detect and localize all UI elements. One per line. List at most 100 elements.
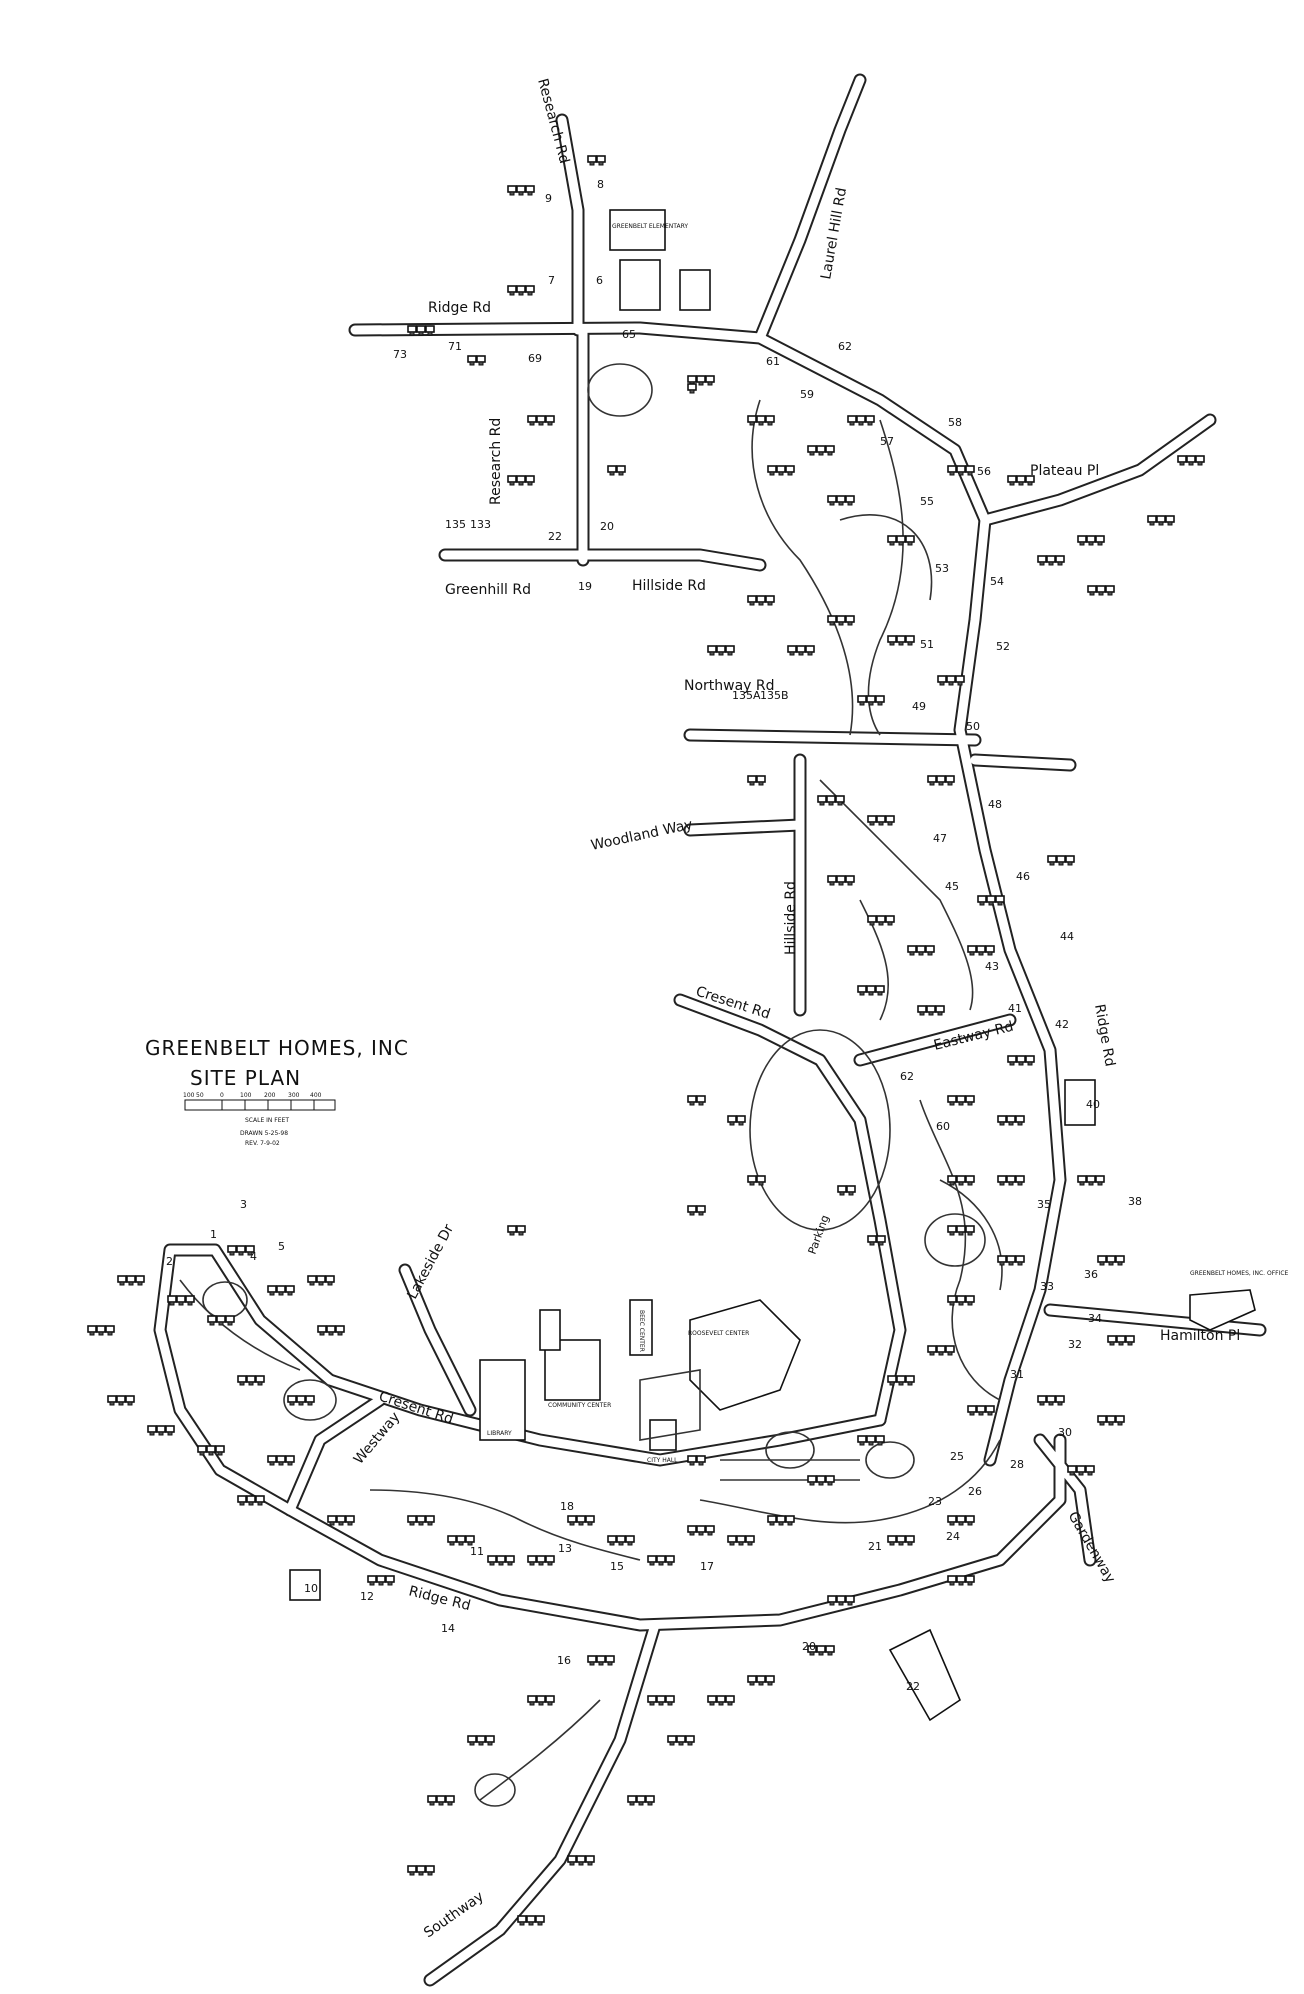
house-porch <box>847 501 853 506</box>
housing-cluster <box>197 1445 225 1456</box>
house-porch <box>878 1241 884 1246</box>
house-unit <box>965 1295 975 1303</box>
house-porch <box>889 1541 895 1546</box>
house-unit <box>276 1455 286 1463</box>
house-porch <box>409 1521 415 1526</box>
house-porch <box>1057 561 1063 566</box>
housing-cluster <box>857 695 885 706</box>
house-unit <box>1047 855 1057 863</box>
house-porch <box>209 1321 215 1326</box>
housing-cluster <box>687 1455 706 1466</box>
house-unit <box>517 1915 527 1923</box>
house-unit <box>836 1595 846 1603</box>
house-porch <box>689 389 695 394</box>
house-unit <box>1007 1055 1017 1063</box>
house-porch <box>829 1601 835 1606</box>
house-unit <box>1046 1395 1056 1403</box>
house-unit <box>826 795 836 803</box>
house-unit <box>327 1515 337 1523</box>
house-unit <box>926 1005 936 1013</box>
house-unit <box>507 1225 517 1233</box>
house-porch <box>1017 1261 1023 1266</box>
housing-cluster <box>147 1425 175 1436</box>
house-porch <box>309 1281 315 1286</box>
house-unit <box>267 1285 277 1293</box>
house-unit <box>896 1535 906 1543</box>
house-unit <box>1015 1115 1025 1123</box>
house-unit <box>875 695 885 703</box>
house-unit <box>965 1095 975 1103</box>
house-porch <box>978 951 984 956</box>
house-porch <box>347 1521 353 1526</box>
house-unit <box>326 1325 336 1333</box>
house-unit <box>705 1525 715 1533</box>
scale-tick: 100 <box>183 1092 195 1099</box>
house-unit <box>476 1735 486 1743</box>
house-porch <box>949 471 955 476</box>
label-greenbelt-elementary: GREENBELT ELEMENTARY <box>612 223 688 230</box>
house-unit <box>1056 855 1066 863</box>
house-porch <box>667 1561 673 1566</box>
house-porch <box>847 621 853 626</box>
house-unit <box>407 1865 417 1873</box>
house-unit <box>545 415 555 423</box>
house-unit <box>1037 1395 1047 1403</box>
house-porch <box>269 1291 275 1296</box>
house-unit <box>476 355 486 363</box>
house-porch <box>1099 1261 1105 1266</box>
house-porch <box>689 1461 695 1466</box>
lot-46: 46 <box>1016 870 1030 883</box>
housing-cluster <box>687 1095 706 1106</box>
house-porch <box>689 1101 695 1106</box>
house-porch <box>527 291 533 296</box>
house-porch <box>509 291 515 296</box>
house-porch <box>489 1561 495 1566</box>
house-porch <box>758 781 764 786</box>
house-unit <box>927 1345 937 1353</box>
house-unit <box>1095 535 1105 543</box>
house-unit <box>727 1115 737 1123</box>
housing-cluster <box>827 1595 855 1606</box>
house-unit <box>526 1915 536 1923</box>
house-unit <box>335 1325 345 1333</box>
house-porch <box>328 1331 334 1336</box>
house-unit <box>866 695 876 703</box>
house-porch <box>939 681 945 686</box>
house-unit <box>616 1535 626 1543</box>
house-porch <box>709 651 715 656</box>
house-unit <box>96 1325 106 1333</box>
house-porch <box>907 1541 913 1546</box>
house-porch <box>887 921 893 926</box>
housing-cluster <box>927 1345 955 1356</box>
house-unit <box>255 1375 265 1383</box>
house-unit <box>956 465 966 473</box>
lot-8: 8 <box>597 178 604 191</box>
house-unit <box>687 375 697 383</box>
house-porch <box>649 1561 655 1566</box>
house-porch <box>458 1541 464 1546</box>
house-unit <box>716 645 726 653</box>
house-unit <box>767 1515 777 1523</box>
house-porch <box>1109 1341 1115 1346</box>
housing-cluster <box>997 1115 1025 1126</box>
house-porch <box>718 651 724 656</box>
lot-135b: 135B <box>760 689 789 702</box>
house-porch <box>547 1561 553 1566</box>
house-porch <box>518 291 524 296</box>
house-unit <box>456 1535 466 1543</box>
lot-59: 59 <box>800 388 814 401</box>
house-unit <box>685 1735 695 1743</box>
street-southway: Southway <box>421 1889 487 1942</box>
house-porch <box>618 471 624 476</box>
house-porch <box>967 1101 973 1106</box>
house-porch <box>1067 861 1073 866</box>
scale-tick: 400 <box>310 1092 322 1099</box>
street-lakeside-dr: Lakeside Dr <box>404 1222 457 1302</box>
housing-cluster <box>747 595 775 606</box>
house-unit <box>427 1795 437 1803</box>
housing-cluster <box>857 1435 885 1446</box>
house-unit <box>727 1535 737 1543</box>
house-unit <box>176 1295 186 1303</box>
house-porch <box>767 421 773 426</box>
house-unit <box>947 1575 957 1583</box>
